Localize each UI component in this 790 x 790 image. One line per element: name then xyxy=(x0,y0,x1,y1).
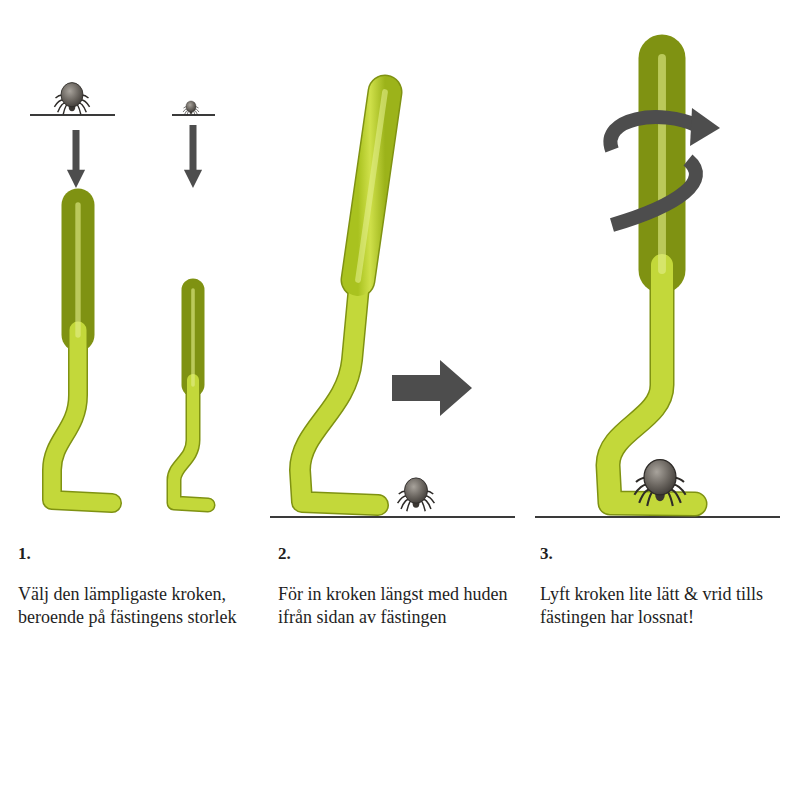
tick xyxy=(183,101,199,116)
rotate-arrow xyxy=(610,117,698,150)
arrow xyxy=(184,125,202,188)
rotate-arrowhead xyxy=(690,108,720,146)
skin-line xyxy=(30,114,115,116)
step-text: För in kroken längst med huden ifrån sid… xyxy=(278,583,518,629)
tick-hook xyxy=(52,205,112,503)
step-text: Lyft kroken lite lätt & vrid tills fästi… xyxy=(540,583,778,629)
tick xyxy=(398,478,435,511)
step-text: Välj den lämpligaste kroken, beroende på… xyxy=(18,583,258,629)
tick-hook xyxy=(174,290,208,505)
step-number: 2. xyxy=(278,542,338,565)
skin-line xyxy=(535,516,780,518)
skin-line xyxy=(172,114,215,116)
step-number: 3. xyxy=(540,542,600,565)
tick-hook xyxy=(300,92,385,505)
tick xyxy=(634,460,685,506)
tick xyxy=(54,83,89,115)
rotate-arrow xyxy=(612,160,696,225)
arrow xyxy=(392,360,472,416)
skin-line xyxy=(270,516,515,518)
arrow xyxy=(67,130,85,188)
step-number: 1. xyxy=(18,542,78,565)
